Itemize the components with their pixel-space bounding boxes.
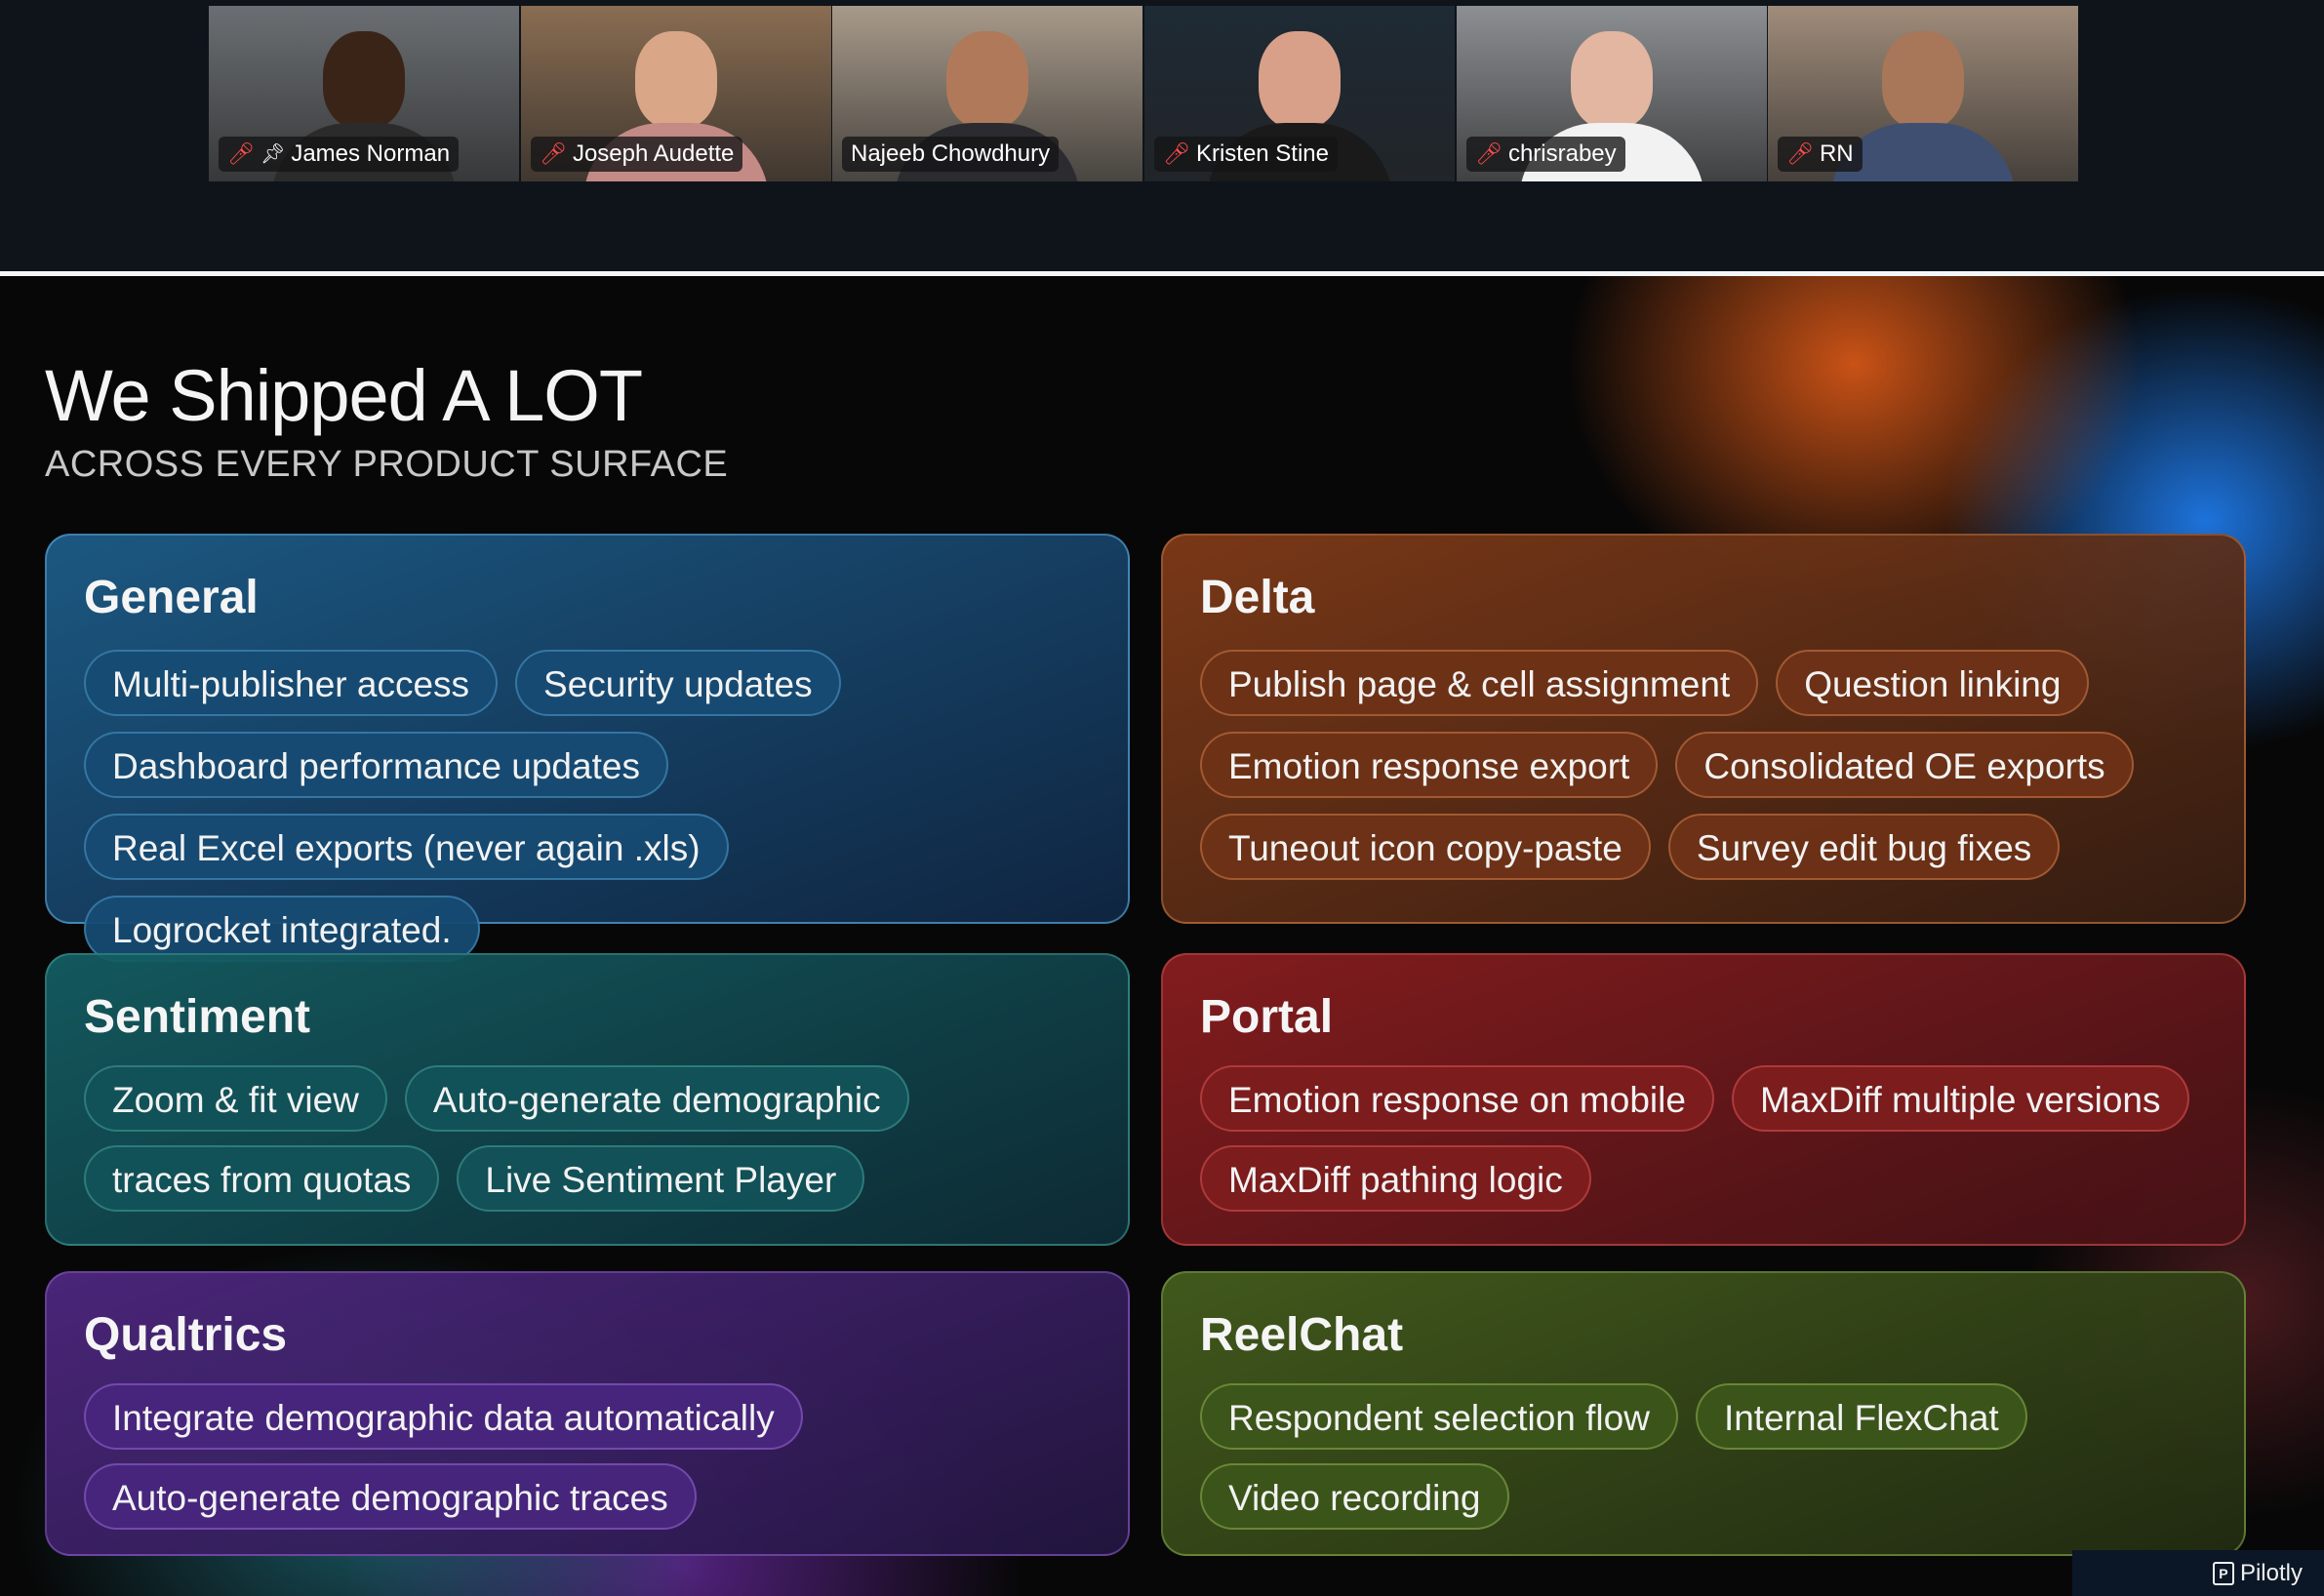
- feature-chip: MaxDiff multiple versions: [1731, 1065, 2189, 1132]
- mic-muted-icon: 🎤︎: [1163, 141, 1190, 166]
- feature-chip-list: Emotion response on mobile MaxDiff multi…: [1200, 1065, 2207, 1212]
- feature-chip: Dashboard performance updates: [84, 732, 668, 798]
- feature-chip: Survey edit bug fixes: [1667, 814, 2061, 880]
- feature-chip: Internal FlexChat: [1695, 1383, 2027, 1450]
- mic-muted-icon: 🎤︎: [1475, 141, 1503, 166]
- feature-chip: Video recording: [1200, 1463, 1509, 1530]
- mic-muted-icon: 🎤︎: [1786, 141, 1814, 166]
- feature-chip: Live Sentiment Player: [457, 1145, 865, 1212]
- participant-nametag: 🎤︎ Joseph Audette: [531, 137, 743, 172]
- slide-subtitle: ACROSS EVERY PRODUCT SURFACE: [45, 444, 729, 485]
- feature-chip: Auto-generate demographic traces: [84, 1463, 697, 1530]
- participant-strip: 🎤︎ 📌︎ James Norman 🎤︎ Joseph Audette Naj…: [0, 0, 2324, 271]
- participant-name: Najeeb Chowdhury: [851, 140, 1051, 167]
- participant-name: Joseph Audette: [572, 140, 735, 167]
- participant-tile-rn[interactable]: 🎤︎ RN: [1768, 6, 2078, 181]
- watermark-text: Pilotly: [2239, 1559, 2303, 1586]
- card-title: ReelChat: [1200, 1309, 1404, 1361]
- feature-chip-list: Zoom & fit view Auto-generate demographi…: [84, 1065, 1091, 1212]
- participant-tile-chrisrabey[interactable]: 🎤︎ chrisrabey: [1457, 6, 1767, 181]
- participant-head: [1259, 31, 1341, 129]
- card-title: Delta: [1200, 572, 1315, 623]
- participant-tile-joseph-audette[interactable]: 🎤︎ Joseph Audette: [521, 6, 831, 181]
- view-divider[interactable]: [0, 271, 2324, 276]
- participant-nametag: 🎤︎ Kristen Stine: [1154, 137, 1339, 172]
- feature-chip: Logrocket integrated.: [84, 896, 480, 962]
- slide-title: We Shipped A LOT: [45, 355, 643, 436]
- mic-muted-icon: 🎤︎: [540, 141, 567, 166]
- participant-nametag: Najeeb Chowdhury: [842, 137, 1060, 172]
- feature-chip: Security updates: [515, 650, 841, 716]
- participant-head: [323, 31, 405, 129]
- participant-head: [1571, 31, 1653, 129]
- participant-head: [635, 31, 717, 129]
- participant-head: [1882, 31, 1964, 129]
- feature-chip-list: Integrate demographic data automatically…: [84, 1383, 1091, 1530]
- feature-chip: Real Excel exports (never again .xls): [84, 814, 729, 880]
- card-title: Qualtrics: [84, 1309, 288, 1361]
- mic-muted-icon: 🎤︎: [227, 141, 255, 166]
- feature-chip: traces from quotas: [84, 1145, 440, 1212]
- participant-nametag: 🎤︎ RN: [1778, 137, 1863, 172]
- card-general: General Multi-publisher access Security …: [45, 534, 1130, 962]
- participant-name: Kristen Stine: [1195, 140, 1330, 167]
- feature-chip: Integrate demographic data automatically: [84, 1383, 803, 1450]
- feature-chip: Publish page & cell assignment: [1200, 650, 1759, 716]
- pilotly-watermark: P Pilotly: [2072, 1550, 2324, 1596]
- card-delta: Delta Publish page & cell assignment Que…: [1161, 534, 2246, 924]
- feature-chip: Question linking: [1776, 650, 2090, 716]
- card-title: General: [84, 572, 259, 623]
- participant-nametag: 🎤︎ chrisrabey: [1466, 137, 1625, 172]
- feature-chip: Multi-publisher access: [84, 650, 499, 716]
- card-title: Sentiment: [84, 991, 311, 1043]
- feature-chip: Tuneout icon copy-paste: [1200, 814, 1651, 880]
- feature-chip: Emotion response export: [1200, 732, 1659, 798]
- participant-head: [946, 31, 1028, 129]
- shared-slide: We Shipped A LOT ACROSS EVERY PRODUCT SU…: [0, 276, 2324, 1596]
- participant-name: James Norman: [291, 140, 451, 167]
- card-reelchat: ReelChat Respondent selection flow Inter…: [1161, 1271, 2246, 1556]
- feature-chip-list: Multi-publisher access Security updates …: [84, 650, 1091, 962]
- feature-chip-list: Respondent selection flow Internal FlexC…: [1200, 1383, 2207, 1530]
- pilotly-logo-icon: P: [2212, 1561, 2234, 1585]
- participant-tile-james-norman[interactable]: 🎤︎ 📌︎ James Norman: [209, 6, 519, 181]
- card-sentiment: Sentiment Zoom & fit view Auto-generate …: [45, 953, 1130, 1246]
- participant-tile-najeeb-chowdhury[interactable]: Najeeb Chowdhury: [832, 6, 1142, 181]
- participant-tile-kristen-stine[interactable]: 🎤︎ Kristen Stine: [1144, 6, 1455, 181]
- feature-chip: Emotion response on mobile: [1200, 1065, 1714, 1132]
- feature-chip: Respondent selection flow: [1200, 1383, 1678, 1450]
- card-qualtrics: Qualtrics Integrate demographic data aut…: [45, 1271, 1130, 1556]
- feature-chip: Zoom & fit view: [84, 1065, 387, 1132]
- participant-nametag: 🎤︎ 📌︎ James Norman: [219, 137, 460, 172]
- card-portal: Portal Emotion response on mobile MaxDif…: [1161, 953, 2246, 1246]
- pin-icon: 📌︎: [260, 143, 286, 165]
- participant-name: chrisrabey: [1507, 140, 1617, 167]
- feature-chip: Auto-generate demographic: [404, 1065, 909, 1132]
- feature-chip-list: Publish page & cell assignment Question …: [1200, 650, 2207, 880]
- card-title: Portal: [1200, 991, 1334, 1043]
- feature-chip: MaxDiff pathing logic: [1200, 1145, 1591, 1212]
- feature-chip: Consolidated OE exports: [1675, 732, 2134, 798]
- participant-name: RN: [1819, 140, 1854, 167]
